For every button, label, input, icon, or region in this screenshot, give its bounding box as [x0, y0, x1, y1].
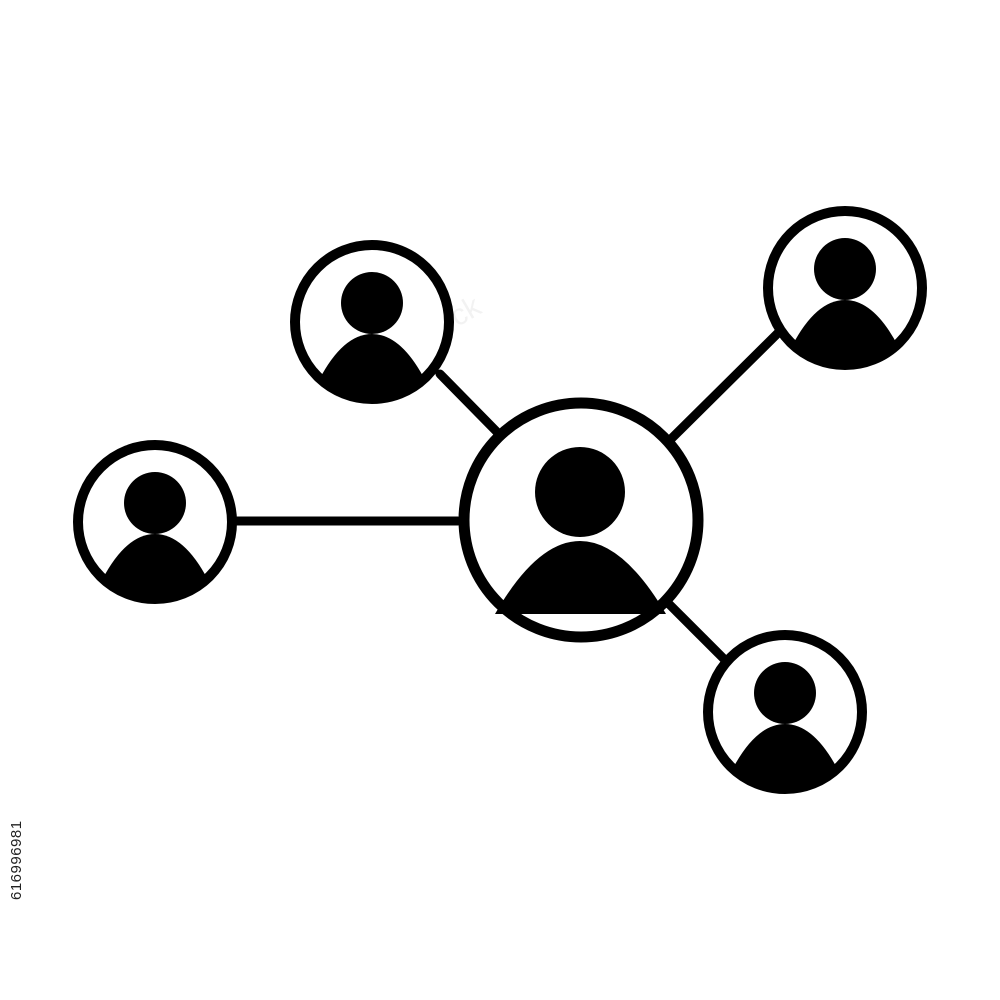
connector-upper-left-line: [435, 369, 502, 437]
stock-image-id: 616996981: [8, 820, 25, 900]
connector-upper-right-line: [664, 328, 783, 446]
person-head-icon: [814, 238, 876, 300]
person-node-upper-left: [290, 240, 454, 404]
connector-lines: [231, 328, 783, 668]
connector-lower-right-line: [661, 596, 733, 668]
person-body-icon: [319, 334, 425, 395]
person-head-icon: [124, 472, 186, 534]
person-head-icon: [535, 447, 625, 537]
person-head-icon: [341, 272, 403, 334]
person-body-icon: [792, 300, 898, 361]
central-person-node: [458, 397, 704, 643]
person-body-icon: [102, 534, 208, 595]
person-head-icon: [754, 662, 816, 724]
person-node-upper-right: [763, 206, 927, 370]
person-body-icon: [732, 724, 838, 785]
person-node-left: [73, 440, 237, 604]
person-node-lower-right: [703, 630, 867, 794]
person-body-icon: [495, 541, 666, 614]
